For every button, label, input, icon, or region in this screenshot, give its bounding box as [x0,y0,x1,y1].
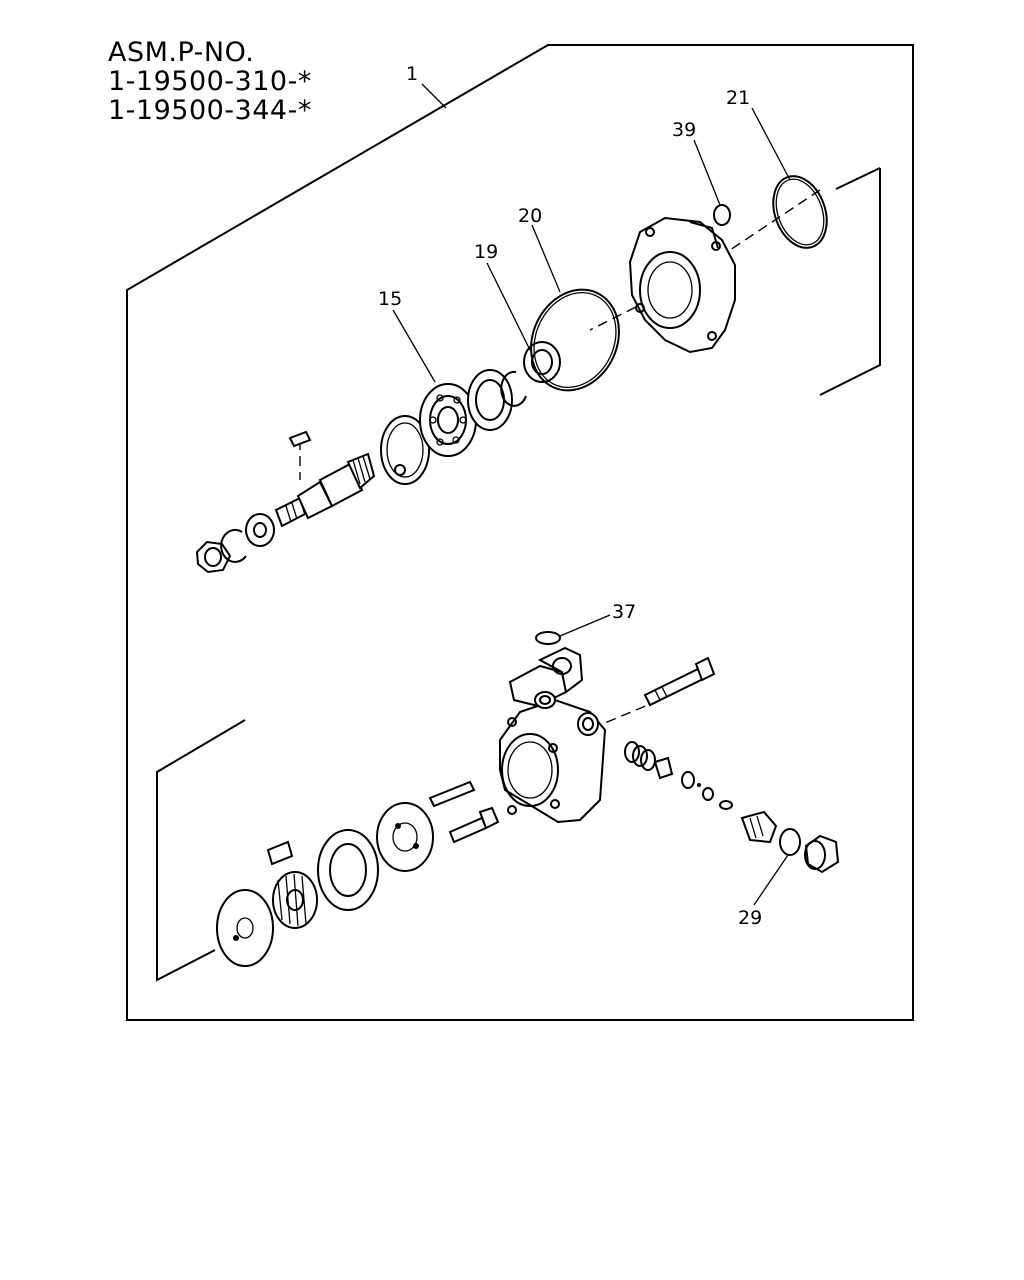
assembly-part-number-block: ASM.P-NO. 1-19500-310-* 1-19500-344-* [108,38,312,125]
o-ring-29 [779,828,801,856]
cam-ring [317,829,379,911]
callout-29: 29 [738,907,762,929]
o-ring-37 [535,631,561,645]
leader-29 [753,854,789,906]
assembly-part-number-1: 1-19500-310-* [108,66,312,97]
snap-ring [500,370,527,407]
leader-21 [751,107,791,181]
callout-20: 20 [518,205,542,227]
o-ring-housing [772,175,828,249]
side-plate [216,889,274,967]
callout-39: 39 [672,119,696,141]
callout-1: 1 [406,63,418,85]
rear-housing [628,216,736,354]
callout-15: 15 [378,288,402,310]
mounting-bolt [643,656,716,707]
valve-plug [804,834,840,874]
vane [266,840,294,866]
leader-1 [421,83,447,109]
lower-group-bracket [156,719,246,982]
upper-bracket-top [835,167,881,190]
centerline-upper-right [729,189,821,251]
callout-21: 21 [726,87,750,109]
leader-39 [693,139,721,206]
centerline-valve [599,699,661,726]
drive-shaft [274,452,376,528]
woodruff-key [288,430,312,448]
pressure-plate [376,802,434,872]
centerline-upper-mid [589,299,651,331]
relief-valve [740,810,778,844]
callout-37: 37 [612,601,636,623]
callout-19: 19 [474,241,498,263]
leader-15 [392,309,436,383]
leader-20 [531,224,561,293]
o-ring-large [530,288,620,392]
pump-body [499,646,607,824]
flow-control-valve [653,756,733,810]
upper-group-bracket [819,168,881,396]
snap-ring-small [220,529,247,563]
rotor [272,871,318,929]
small-bolt [448,806,500,844]
assembly-part-number-2: 1-19500-344-* [108,95,312,126]
leader-19 [486,262,531,351]
seal-retainer-ring [380,415,430,485]
assembly-frame [126,44,914,1021]
leader-37 [559,614,611,637]
dowel-pin [428,780,476,808]
washer [245,513,275,547]
valve-spring [624,741,656,771]
o-ring-small [713,204,731,226]
assembly-part-number-label: ASM.P-NO. [108,37,255,68]
